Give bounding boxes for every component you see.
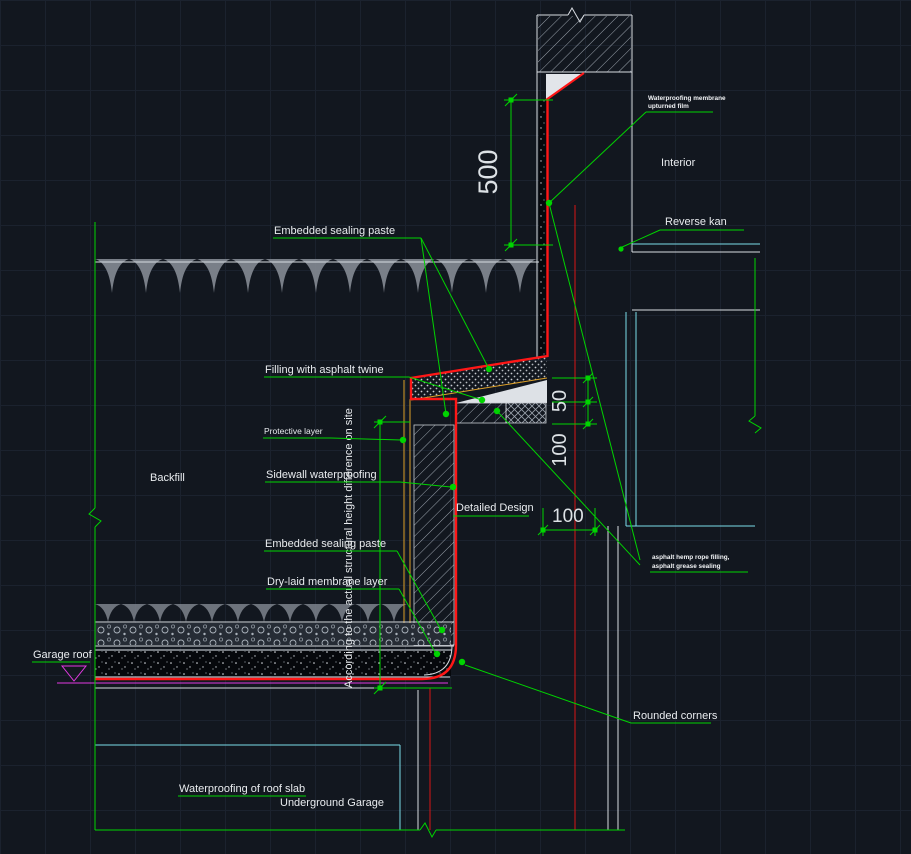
dimension-text-100-bottom: 100 — [552, 506, 584, 527]
dimension-cant-ledge: 50 100 — [549, 372, 597, 467]
break-symbol-bottom — [419, 822, 437, 839]
leader-dot — [458, 658, 466, 666]
dimension-text-100-side: 100 — [549, 433, 571, 466]
label-waterproofing-roof-slab: Waterproofing of roof slab — [179, 783, 305, 795]
roof-slab-layers — [95, 621, 454, 830]
ledge-crosshatch-joint — [505, 402, 547, 424]
leader-dot — [438, 626, 446, 634]
leader-dot — [399, 436, 407, 444]
label-rounded-corners: Rounded corners — [633, 710, 718, 722]
waterproofing-membrane — [95, 72, 585, 681]
leader-dot — [485, 365, 493, 373]
label-dry-laid-membrane: Dry-laid membrane layer — [267, 576, 388, 588]
interior-structure — [607, 243, 760, 830]
gravel-protection-layer — [95, 623, 451, 645]
leader-dot — [442, 410, 450, 418]
dimension-wall-height: 500 — [473, 93, 553, 252]
cant-and-ledge — [403, 355, 548, 646]
leader-dot — [493, 407, 501, 415]
leader-dot — [433, 650, 441, 658]
sealing-wedge — [456, 380, 547, 403]
label-embedded-sealing-paste-top: Embedded sealing paste — [274, 225, 395, 237]
sidewall-protection-wall — [413, 424, 455, 646]
label-reverse-kan: Reverse kan — [665, 216, 727, 228]
leader-dot — [618, 246, 624, 252]
membrane-path — [95, 100, 549, 681]
label-membrane-upturned-film-line1: Waterproofing membrane — [648, 95, 726, 102]
label-asphalt-hemp-rope-line1: asphalt hemp rope filling, — [652, 554, 730, 561]
annotation-labels: Embedded sealing paste Filling with asph… — [33, 95, 730, 809]
leader-dot — [478, 396, 486, 404]
leader-dot — [545, 199, 553, 207]
site-height-note: According to the actual structural heigh… — [343, 408, 355, 688]
label-interior: Interior — [661, 157, 696, 169]
upper-wall-section — [536, 6, 633, 358]
label-sidewall-waterproofing: Sidewall waterproofing — [266, 469, 377, 481]
break-symbol-top — [567, 6, 585, 24]
level-marker — [57, 665, 448, 684]
dimension-text-500: 500 — [473, 149, 503, 194]
break-symbol-right — [748, 415, 762, 434]
dimension-text-50: 50 — [549, 390, 571, 412]
label-filling-asphalt-twine: Filling with asphalt twine — [265, 364, 384, 376]
label-embedded-sealing-paste-bottom: Embedded sealing paste — [265, 538, 386, 550]
break-symbol-left — [88, 507, 102, 528]
detail-boundary — [88, 222, 762, 839]
dimension-ledge-width: 100 — [537, 506, 601, 536]
leader-lines — [32, 111, 748, 797]
label-underground-garage: Underground Garage — [280, 797, 384, 809]
membrane-upturn — [545, 72, 585, 101]
ground-backfill-symbols — [95, 259, 545, 622]
rounded-corner-arc — [423, 644, 453, 676]
membrane-layer-band — [95, 651, 451, 676]
leader-dot — [449, 483, 457, 491]
label-membrane-upturned-film-line2: upturned film — [648, 103, 689, 110]
wall-sealing-paste-strip — [539, 100, 547, 356]
dimension-site-note: According to the actual structural heigh… — [343, 408, 452, 695]
label-garage-roof: Garage roof — [33, 649, 93, 661]
label-protective-layer: Protective layer — [264, 426, 323, 436]
label-backfill: Backfill — [150, 472, 185, 484]
level-triangle — [60, 665, 88, 682]
label-asphalt-hemp-rope-line2: asphalt grease sealing — [652, 563, 721, 570]
label-detailed-design: Detailed Design — [456, 502, 534, 514]
